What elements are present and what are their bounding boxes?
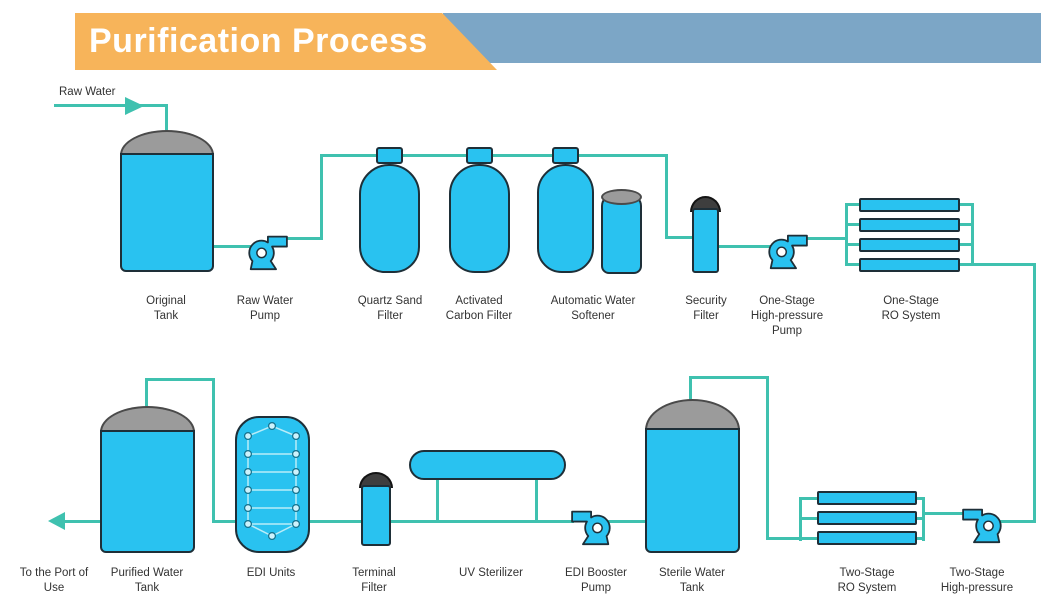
ro1-membrane bbox=[859, 198, 960, 212]
ro2-stub bbox=[799, 517, 820, 520]
quartz-sand-filter-valve bbox=[376, 147, 403, 164]
pipe-right-drop bbox=[1033, 263, 1036, 523]
pipe-pump-out bbox=[284, 237, 323, 240]
ro2-membrane bbox=[817, 511, 917, 525]
ro2-stub bbox=[913, 537, 925, 540]
original-tank bbox=[120, 153, 214, 272]
ro2-stub bbox=[913, 497, 925, 500]
pipe-security-to-pump bbox=[716, 245, 772, 248]
pipe-into-purified-tank bbox=[145, 378, 148, 410]
pipe-edi-link bbox=[212, 520, 238, 523]
pipe-top-link bbox=[689, 376, 769, 379]
ro1-stub bbox=[845, 263, 861, 266]
pipe-into-sterile-tank bbox=[689, 376, 692, 404]
ro1-stub bbox=[958, 243, 974, 246]
ro2-stub bbox=[913, 517, 925, 520]
purified-water-tank bbox=[100, 430, 195, 553]
pipe-loop-vertical bbox=[212, 378, 215, 523]
activated-carbon-filter bbox=[449, 164, 510, 273]
raw-water-label: Raw Water bbox=[59, 86, 116, 98]
ro1-left-manifold bbox=[845, 203, 848, 266]
ro1-right-manifold bbox=[971, 203, 974, 266]
pipe-left-riser bbox=[766, 376, 769, 540]
pipe-ro2-feed bbox=[766, 537, 802, 540]
pipe-riser bbox=[320, 154, 323, 240]
ro1-stub bbox=[845, 223, 861, 226]
ro2-stub bbox=[799, 537, 820, 540]
edi-stack-icon bbox=[243, 421, 300, 540]
flow-arrow-in-icon bbox=[125, 97, 144, 115]
label-edi-units: EDI Units bbox=[246, 567, 296, 579]
brine-tank-lid bbox=[601, 189, 642, 205]
pipe-top-header bbox=[320, 154, 668, 157]
ro1-membrane bbox=[859, 258, 960, 272]
quartz-sand-filter bbox=[359, 164, 420, 273]
original-tank-dome bbox=[120, 130, 214, 155]
pipe-hp2-to-ro2 bbox=[922, 512, 966, 515]
ro1-stub bbox=[845, 243, 861, 246]
banner-accent-bar bbox=[443, 13, 1041, 63]
ro2-membrane bbox=[817, 531, 917, 545]
automatic-water-softener bbox=[537, 164, 594, 273]
pipe-raw-water bbox=[54, 104, 168, 107]
pipe-sterile-to-pump bbox=[608, 520, 648, 523]
pipe-to-security-filter bbox=[665, 236, 695, 239]
uv-leg bbox=[436, 478, 439, 523]
ro1-stub bbox=[958, 203, 974, 206]
label-uv-sterilizer: UV Sterilizer bbox=[459, 567, 523, 579]
brine-tank bbox=[601, 194, 642, 274]
flow-arrow-out-icon bbox=[48, 512, 65, 530]
pipe-drop bbox=[665, 154, 668, 239]
pipe-ro1-out bbox=[958, 263, 1036, 266]
page-title: Purification Process bbox=[89, 22, 428, 60]
raw-water-pump bbox=[248, 235, 288, 271]
uv-leg bbox=[535, 478, 538, 523]
ro2-membrane bbox=[817, 491, 917, 505]
uv-sterilizer bbox=[409, 450, 566, 480]
pipe-loop-top bbox=[145, 378, 215, 381]
pipe-outlet bbox=[64, 520, 102, 523]
pipe-pump-to-ro1 bbox=[804, 237, 848, 240]
pipe-into-original-tank bbox=[165, 104, 168, 132]
edi-booster-pump bbox=[571, 510, 611, 546]
banner: Purification Process bbox=[75, 13, 497, 70]
water-softener-valve bbox=[552, 147, 579, 164]
ro1-membrane bbox=[859, 238, 960, 252]
pipe-tank-to-pump bbox=[213, 245, 252, 248]
pipe-to-hp2-pump bbox=[1000, 520, 1036, 523]
edi-units bbox=[235, 416, 310, 553]
security-filter bbox=[692, 208, 719, 273]
sterile-water-tank-dome bbox=[645, 399, 740, 430]
pipe-bottom-header bbox=[234, 520, 574, 523]
ro2-stub bbox=[799, 497, 820, 500]
ro1-stub bbox=[958, 223, 974, 226]
ro1-stub bbox=[845, 203, 861, 206]
purified-water-tank-dome bbox=[100, 406, 195, 432]
sterile-water-tank bbox=[645, 428, 740, 553]
ro1-membrane bbox=[859, 218, 960, 232]
terminal-filter bbox=[361, 485, 391, 546]
two-stage-high-pressure-pump bbox=[962, 508, 1002, 544]
one-stage-high-pressure-pump bbox=[768, 234, 808, 270]
activated-carbon-filter-valve bbox=[466, 147, 493, 164]
